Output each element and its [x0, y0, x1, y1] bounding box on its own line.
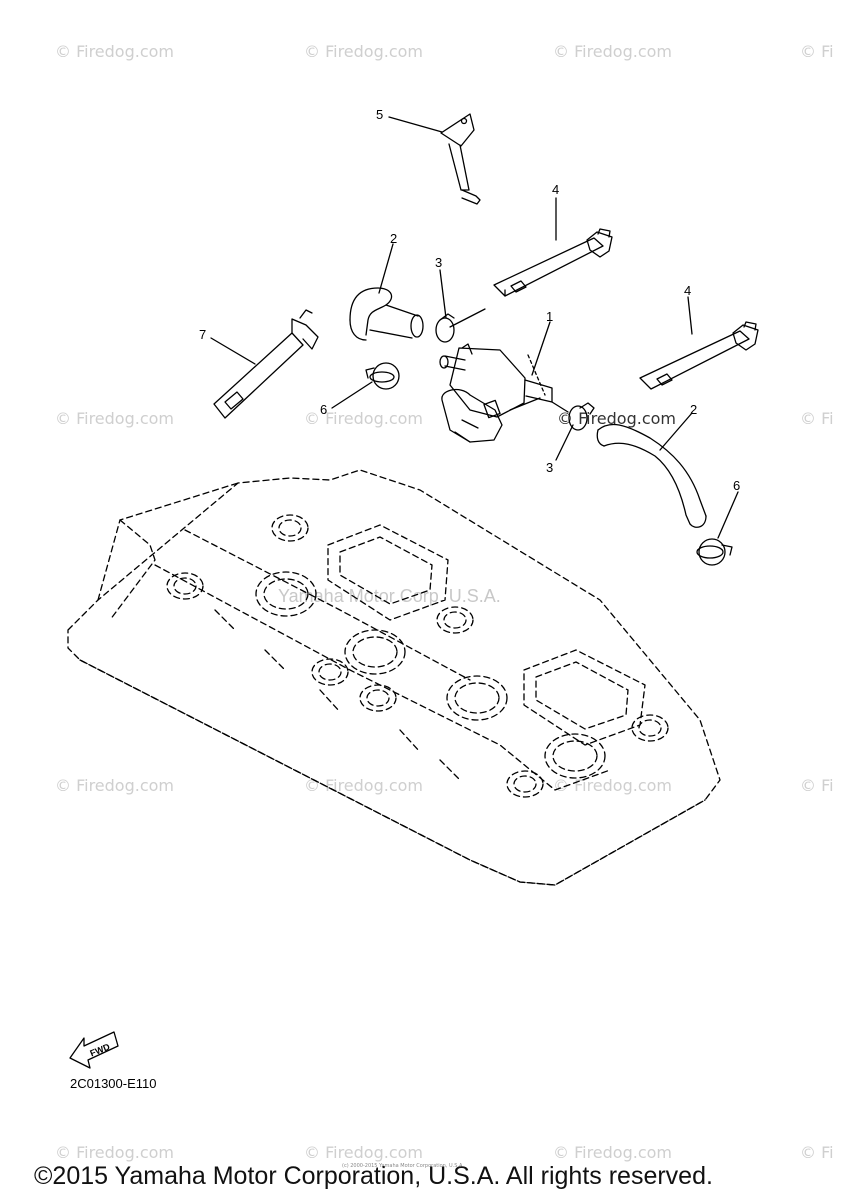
tiny-credit: (c) 2000-2015 Yamaha Motor Corporation, … — [342, 1163, 464, 1169]
watermark: © Firedog.com — [553, 1143, 672, 1162]
watermark: © Firedog.com — [553, 42, 672, 61]
callout-3-right: 3 — [546, 460, 554, 475]
watermark: © Fi — [800, 42, 834, 61]
cylinder-head-cover — [67, 469, 721, 886]
callout-1: 1 — [546, 309, 554, 324]
part-1-air-cut-valve — [439, 343, 553, 443]
watermark: © Firedog.com — [553, 776, 672, 795]
part-6-clamp-right — [696, 538, 733, 566]
cover-ports — [166, 514, 669, 798]
part-4-upper-clip — [493, 228, 613, 297]
callout-4-right: 4 — [684, 283, 692, 298]
copyright-notice: ©2015 Yamaha Motor Corporation, U.S.A. A… — [34, 1162, 713, 1190]
part-4-right-clip — [639, 321, 759, 390]
watermark: © Firedog.com — [304, 409, 423, 428]
part-7-bracket — [213, 309, 319, 419]
fwd-label: FWD — [88, 1041, 111, 1058]
callout-5: 5 — [376, 107, 384, 122]
part-3-clamp-right — [551, 401, 595, 431]
part-5-bracket — [440, 113, 481, 205]
watermark: © Fi — [800, 409, 834, 428]
watermark: © Fi — [800, 776, 834, 795]
part-3-clamp-left — [435, 308, 486, 343]
watermark: © Firedog.com — [55, 42, 174, 61]
watermark: © Firedog.com — [304, 42, 423, 61]
fwd-arrow-icon — [69, 1031, 119, 1069]
leader-lines — [210, 116, 739, 539]
callout-3-left: 3 — [435, 255, 443, 270]
callout-6-left: 6 — [320, 402, 328, 417]
cover-reed-boxes — [327, 524, 646, 746]
callout-4-upper: 4 — [552, 182, 560, 197]
callout-2-left: 2 — [390, 231, 398, 246]
watermark: © Firedog.com — [304, 1143, 423, 1162]
diagram-code: 2C01300-E110 — [70, 1076, 157, 1091]
callout-7: 7 — [199, 327, 207, 342]
part-6-clamp-left — [365, 362, 400, 390]
watermark: © Firedog.com — [55, 409, 174, 428]
part-2-hose-right — [596, 423, 707, 528]
part-2-hose-left — [349, 287, 424, 341]
watermark: © Fi — [800, 1143, 834, 1162]
callout-2-right: 2 — [690, 402, 698, 417]
watermark: © Firedog.com — [55, 1143, 174, 1162]
watermark: © Firedog.com — [55, 776, 174, 795]
callout-6-right: 6 — [733, 478, 741, 493]
